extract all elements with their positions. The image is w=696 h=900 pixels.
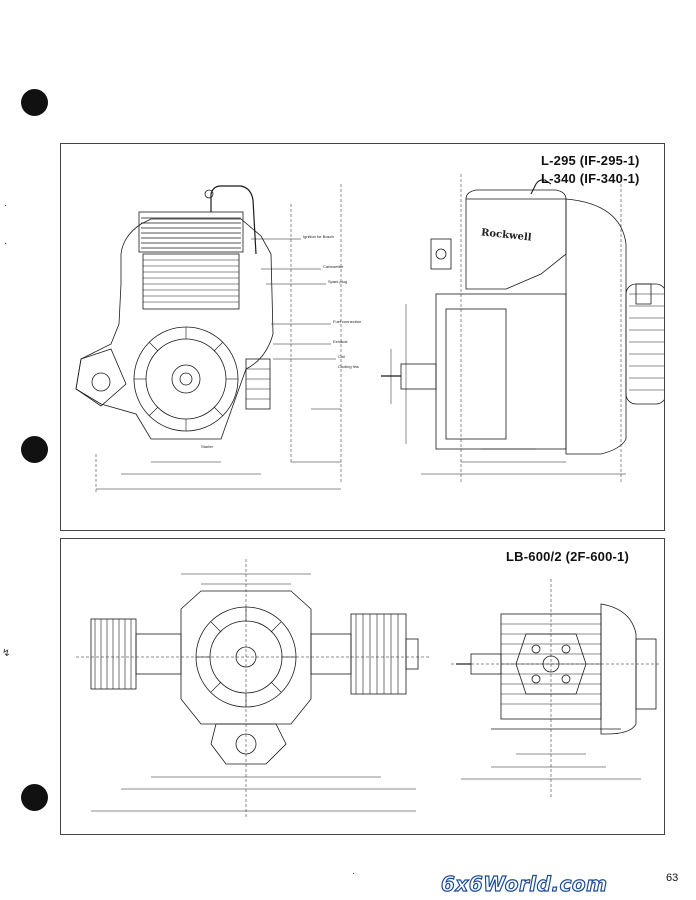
- model-line-bottom: LB-600/2 (2F-600-1): [506, 549, 630, 564]
- binder-hole-top: [21, 89, 48, 116]
- binder-hole-middle: [21, 436, 48, 463]
- site-watermark: 6x6World.com: [440, 871, 608, 896]
- edge-mark: ·: [352, 868, 356, 879]
- callout-label: Cooling fins: [338, 364, 359, 369]
- model-line-1: L-295 (IF-295-1): [541, 153, 640, 168]
- edge-mark: ·: [4, 238, 8, 249]
- model-line-2: L-340 (IF-340-1): [541, 171, 640, 186]
- edge-mark: ↯: [2, 648, 11, 659]
- callout-label: Ignition for Bosch: [303, 234, 334, 239]
- callout-label: Starter: [201, 444, 214, 449]
- callout-label: Exhaust: [333, 339, 348, 344]
- bottom-engine-drawing: [76, 559, 661, 819]
- bottom-drawing-panel: LB-600/2 (2F-600-1): [60, 538, 665, 835]
- callout-label: Fuel connection: [333, 319, 362, 324]
- callout-label: Spark plug: [328, 279, 348, 284]
- callout-label: Coil: [338, 354, 345, 359]
- binder-hole-bottom: [21, 784, 48, 811]
- top-engine-drawing: [75, 174, 664, 494]
- top-drawing-panel: L-295 (IF-295-1) L-340 (IF-340-1) Rockwe…: [60, 143, 665, 531]
- edge-mark: ·: [4, 200, 8, 211]
- callout-label: Carburettor: [323, 264, 344, 269]
- page-number: 63: [666, 872, 679, 884]
